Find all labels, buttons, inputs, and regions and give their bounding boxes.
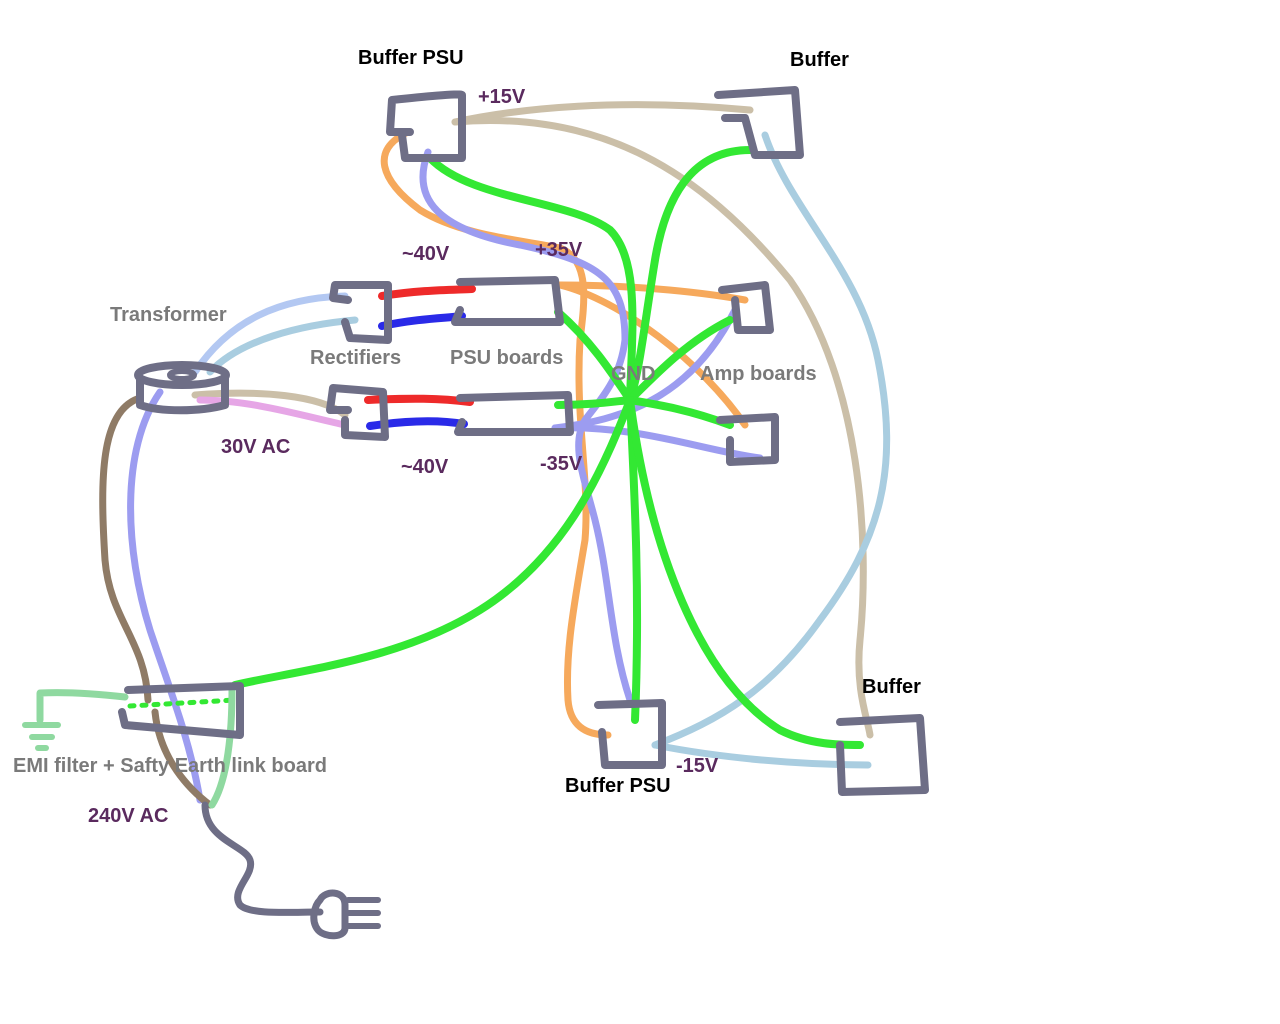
label-emi-filter: EMI filter + Safty Earth link board bbox=[13, 755, 327, 777]
pink-wire-30vac bbox=[196, 396, 349, 429]
green-wire-buffer-bottom bbox=[626, 396, 864, 749]
green-wire-buffer-psu-top bbox=[426, 154, 637, 404]
plug-icon bbox=[310, 889, 381, 940]
label-buffer-psu-bottom: Buffer PSU bbox=[565, 775, 671, 797]
lightgreen-wire-earth bbox=[36, 689, 129, 724]
earth-ground-icon bbox=[22, 722, 61, 751]
lightblue-wire-buffer-top bbox=[651, 131, 891, 749]
label-240v-ac: 240V AC bbox=[88, 805, 169, 827]
label-buffer-bottom: Buffer bbox=[862, 676, 921, 698]
psu-board-bottom-box bbox=[454, 391, 574, 436]
label-buffer-top: Buffer bbox=[790, 49, 849, 71]
red-wire-top bbox=[378, 285, 476, 300]
green-dotted-emi bbox=[127, 697, 238, 709]
lavender-wire-amp-top bbox=[551, 306, 739, 432]
label-tilde40v-bottom: ~40V bbox=[401, 456, 449, 478]
wire-layer bbox=[22, 86, 929, 940]
label-rectifiers: Rectifiers bbox=[310, 347, 402, 369]
buffer-psu-top-box bbox=[386, 90, 466, 162]
amp-board-top-box bbox=[718, 281, 774, 334]
lightgreen-wire-plug bbox=[208, 686, 236, 809]
buffer-psu-bottom-box bbox=[594, 699, 666, 769]
buffer-top-box bbox=[714, 86, 804, 159]
lavender-wire-amp-bottom bbox=[551, 424, 764, 462]
rectifier-top-box bbox=[329, 281, 392, 344]
amp-board-bottom-box bbox=[716, 413, 779, 466]
lightblue-wire-transformer-rect bbox=[206, 316, 359, 376]
blue-wire-top bbox=[378, 312, 466, 330]
green-wire-emi bbox=[231, 396, 634, 689]
orange-wire-buffer-psu-top bbox=[380, 128, 612, 739]
green-wire-buffer-top bbox=[626, 146, 754, 404]
label-gnd: GND bbox=[611, 363, 656, 385]
label-transformer: Transformer bbox=[110, 304, 227, 326]
label-minus35v: -35V bbox=[540, 453, 583, 475]
psu-board-top-box bbox=[451, 276, 564, 326]
label-plus15v: +15V bbox=[478, 86, 526, 108]
label-tilde40v-top: ~40V bbox=[402, 243, 450, 265]
brown-wire-transformer-emi bbox=[99, 394, 152, 704]
green-wire-amp-top bbox=[626, 316, 734, 404]
buffer-bottom-box bbox=[836, 714, 929, 796]
mains-cable bbox=[201, 801, 324, 916]
green-wire-amp-bottom bbox=[626, 396, 734, 429]
label-minus15v: -15V bbox=[676, 755, 719, 777]
paleblue-wire-transformer-rect bbox=[191, 292, 349, 376]
label-buffer-psu-top: Buffer PSU bbox=[358, 47, 464, 69]
tan-wire-buffer-top bbox=[451, 101, 754, 126]
lavender-wire-transformer-emi bbox=[127, 388, 204, 804]
tan-wire-buffer-bottom bbox=[451, 117, 874, 739]
label-30v-ac: 30V AC bbox=[221, 436, 291, 458]
rectifier-bottom-box bbox=[326, 384, 389, 441]
label-plus35v: +35V bbox=[535, 239, 583, 261]
green-wire-psu-top bbox=[554, 308, 634, 404]
label-psu-boards: PSU boards bbox=[450, 347, 564, 369]
transformer-shape bbox=[134, 361, 230, 415]
orange-wire-amp-bottom bbox=[556, 281, 749, 429]
label-amp-boards: Amp boards bbox=[700, 363, 817, 385]
emi-filter-box bbox=[118, 682, 244, 739]
